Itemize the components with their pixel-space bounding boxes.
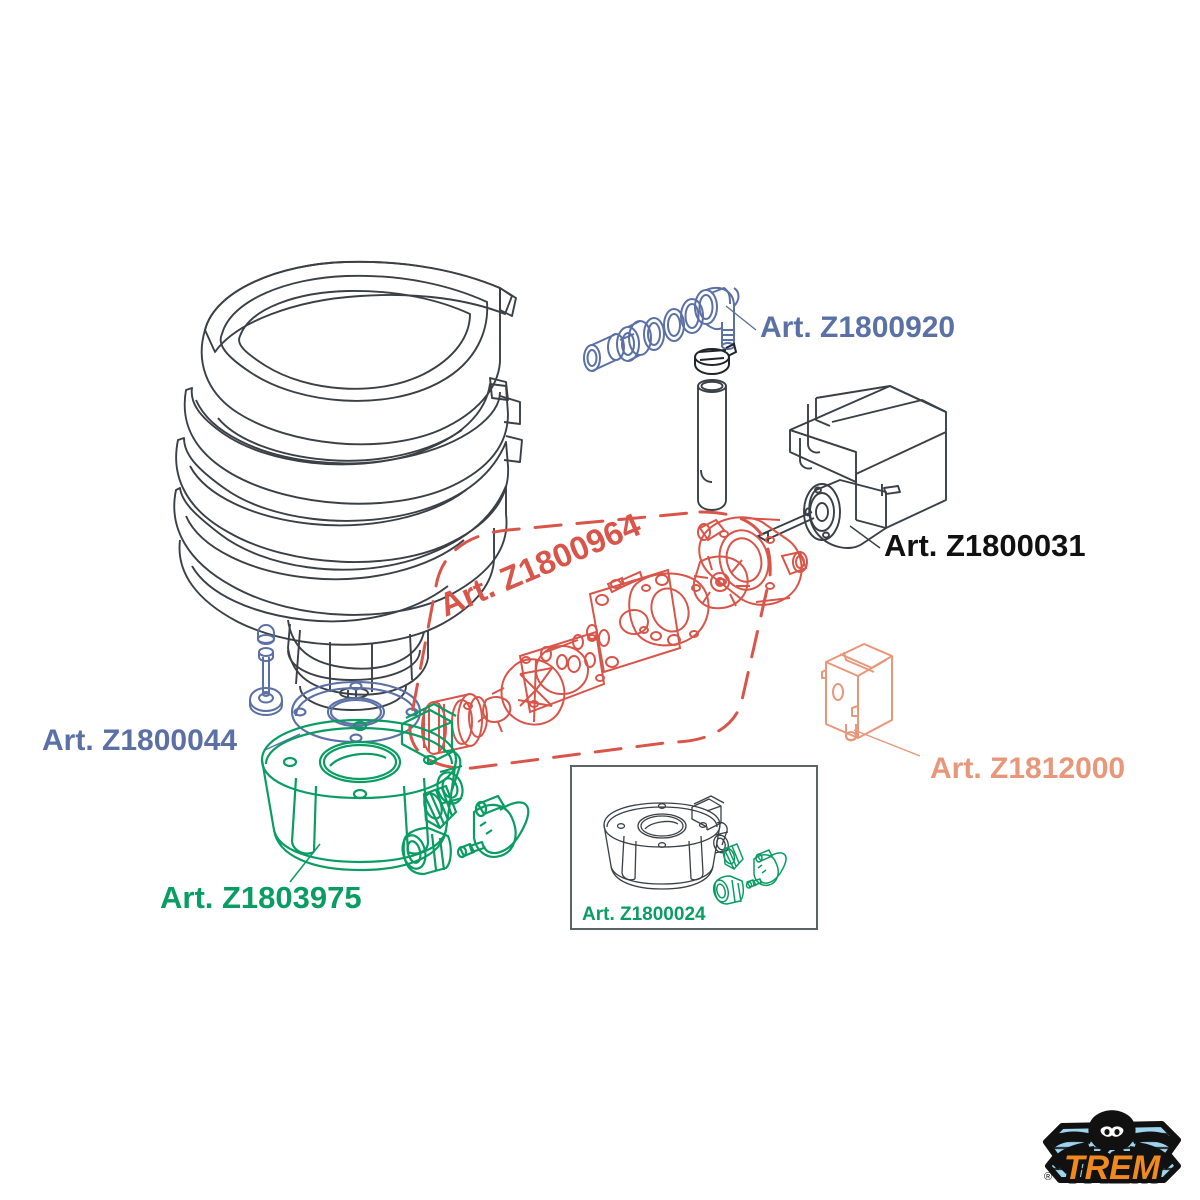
toilet-bowl-and-seat-assembly (173, 260, 523, 711)
base-bolt-and-cap (248, 624, 284, 717)
svg-text:TREM: TREM (1064, 1149, 1161, 1187)
trem-logo-art: TREM TREM ® (1043, 1110, 1181, 1192)
part-label-z1800031: Art. Z1800031 (884, 528, 1086, 563)
part-label-z1812000: Art. Z1812000 (930, 752, 1126, 785)
riser-pipe (697, 379, 727, 511)
control-switch-module (821, 643, 921, 757)
svg-text:TREM: TREM (1064, 1149, 1161, 1187)
logo-wordmark: TREM TREM (1059, 1145, 1165, 1192)
inset-lineart (603, 795, 787, 905)
hose-clamp (694, 342, 738, 376)
part-label-z1800920: Art. Z1800920 (760, 311, 956, 344)
detail-inset-box: Art. Z1800024 (570, 765, 818, 930)
part-label-z1800044: Art. Z1800044 (42, 724, 238, 757)
trem-logo: TREM TREM ® (1036, 1104, 1188, 1192)
motor-and-mounting-bracket (757, 385, 947, 549)
octopus-icon (1043, 1110, 1181, 1183)
inset-part-label: Art. Z1800024 (582, 904, 706, 925)
elbow-fitting-and-seal-set (583, 286, 757, 372)
octopus-eyes (1100, 1126, 1124, 1137)
hose-elbow-and-fittings (401, 784, 530, 876)
part-label-z1803975: Art. Z1803975 (160, 880, 362, 915)
registered-mark: ® (1044, 1171, 1052, 1183)
